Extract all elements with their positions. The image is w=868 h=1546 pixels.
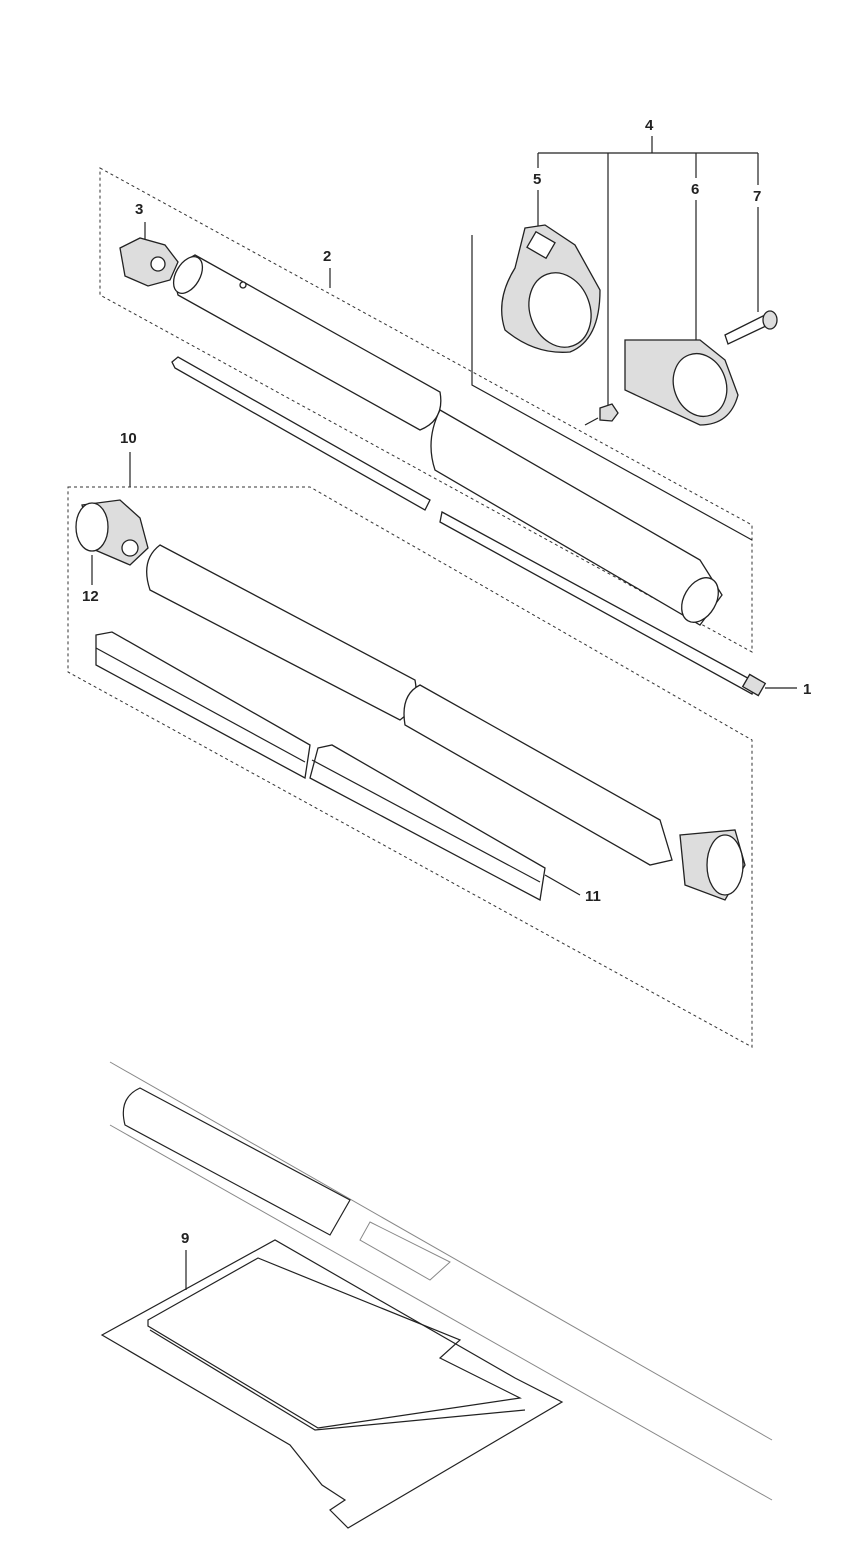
part-11-guard <box>95 631 546 902</box>
part-9-decal <box>100 1239 564 1529</box>
part-1-drive-shaft <box>171 356 767 697</box>
callout-6: 6 <box>691 181 699 198</box>
callout-12: 12 <box>82 588 99 605</box>
part-10-tube <box>146 544 746 901</box>
callout-4: 4 <box>645 117 654 134</box>
nut <box>584 403 619 426</box>
reference-shaft <box>109 1061 773 1501</box>
clamp-bracket <box>471 235 753 541</box>
callout-7: 7 <box>753 188 761 205</box>
callout-11: 11 <box>585 888 601 905</box>
callout-10: 10 <box>120 430 137 447</box>
part-5-clamp-half <box>501 224 601 353</box>
part-3-nut <box>119 237 179 287</box>
leader-lines <box>91 136 797 1290</box>
callout-2: 2 <box>323 248 331 265</box>
group-2-outline <box>99 167 753 653</box>
part-12-end-cap <box>75 499 149 566</box>
callout-5: 5 <box>533 171 541 188</box>
callout-1: 1 <box>803 681 811 698</box>
callout-9: 9 <box>181 1230 189 1247</box>
part-2-tube <box>172 254 723 626</box>
callout-3: 3 <box>135 201 143 218</box>
part-6-clamp-half <box>624 339 739 426</box>
part-7-screw <box>724 310 778 345</box>
